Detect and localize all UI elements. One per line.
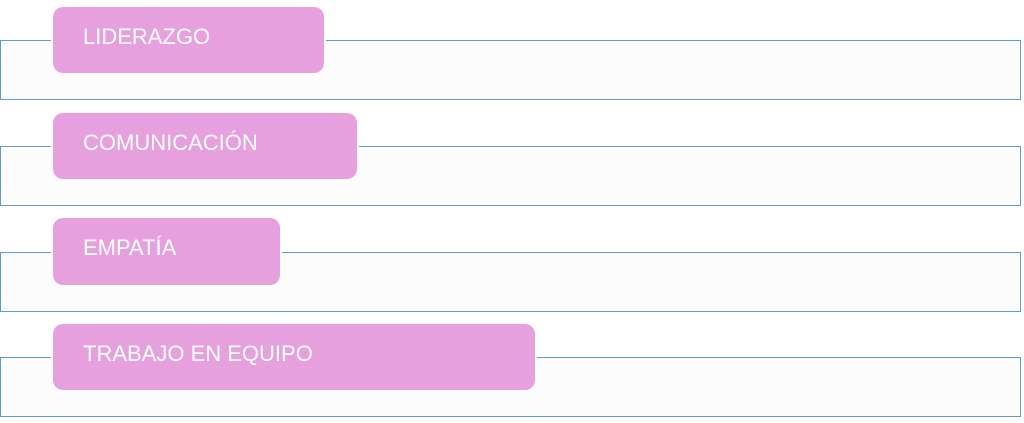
item-label-box[interactable]: COMUNICACIÓN <box>53 113 357 179</box>
item-label: LIDERAZGO <box>83 24 211 49</box>
item-label-box[interactable]: TRABAJO EN EQUIPO <box>53 324 535 390</box>
item-label: EMPATÍA <box>83 235 177 260</box>
item-label: COMUNICACIÓN <box>83 130 258 155</box>
item-label: TRABAJO EN EQUIPO <box>83 341 313 366</box>
item-label-box[interactable]: EMPATÍA <box>53 218 280 285</box>
item-label-box[interactable]: LIDERAZGO <box>53 7 324 73</box>
